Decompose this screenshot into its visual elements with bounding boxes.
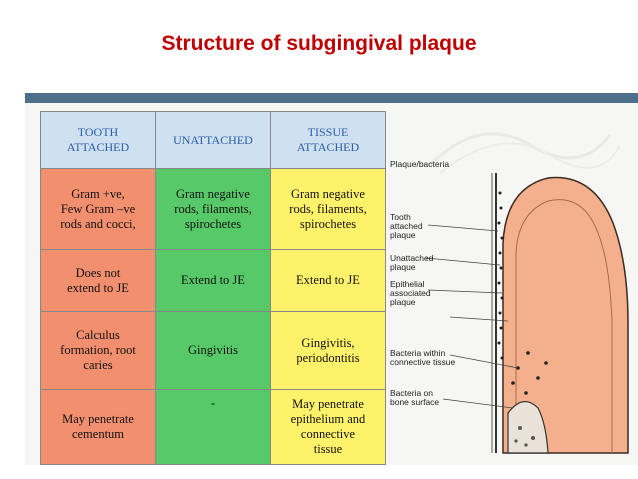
plaque-location-diagram: Plaque/bacteria Tooth attached plaque Un… (388, 153, 638, 465)
table-cell: Gingivitis, periodontitis (270, 311, 386, 390)
decorative-swirl (428, 132, 620, 174)
table-cell: Gram +ve, Few Gram –ve rods and cocci, (40, 168, 156, 250)
label-unattached-plaque: Unattached plaque (390, 253, 434, 272)
label-bacteria-bone-surface: Bacteria on bone surface (390, 388, 440, 407)
label-tooth-attached-plaque: Tooth attached plaque (390, 212, 423, 240)
table-cell: May penetrate cementum (40, 389, 156, 465)
header-tooth-attached: TOOTH ATTACHED (40, 111, 156, 169)
label-bacteria-connective-tissue: Bacteria within connective tissue (390, 348, 456, 367)
table-cell: Gingivitis (155, 311, 271, 390)
tooth-gingiva-illustration (425, 173, 629, 454)
table-cell: Gram negative rods, filaments, spirochet… (270, 168, 386, 250)
header-unattached: UNATTACHED (155, 111, 271, 169)
table-row: Gram +ve, Few Gram –ve rods and cocci, G… (40, 168, 386, 250)
header-band (25, 93, 638, 103)
table-header-row: TOOTH ATTACHED UNATTACHED TISSUE ATTACHE… (40, 111, 386, 169)
label-epithelial-associated-plaque: Epithelial associated plaque (390, 279, 431, 307)
header-tissue-attached: TISSUE ATTACHED (270, 111, 386, 169)
table-cell: Extend to JE (155, 249, 271, 312)
label-plaque-bacteria: Plaque/bacteria (390, 159, 450, 169)
table-cell: Gram negative rods, filaments, spirochet… (155, 168, 271, 250)
table-cell: Calculus formation, root caries (40, 311, 156, 390)
plaque-comparison-table: TOOTH ATTACHED UNATTACHED TISSUE ATTACHE… (40, 111, 386, 465)
table-cell: - (155, 389, 271, 465)
table-cell: Does not extend to JE (40, 249, 156, 312)
slide-title: Structure of subgingival plaque (161, 32, 477, 55)
table-cell: May penetrate epithelium and connective … (270, 389, 386, 465)
table-cell: Extend to JE (270, 249, 386, 312)
table-row: Calculus formation, root caries Gingivit… (40, 311, 386, 390)
table-row: Does not extend to JE Extend to JE Exten… (40, 249, 386, 312)
table-row: May penetrate cementum - May penetrate e… (40, 389, 386, 465)
